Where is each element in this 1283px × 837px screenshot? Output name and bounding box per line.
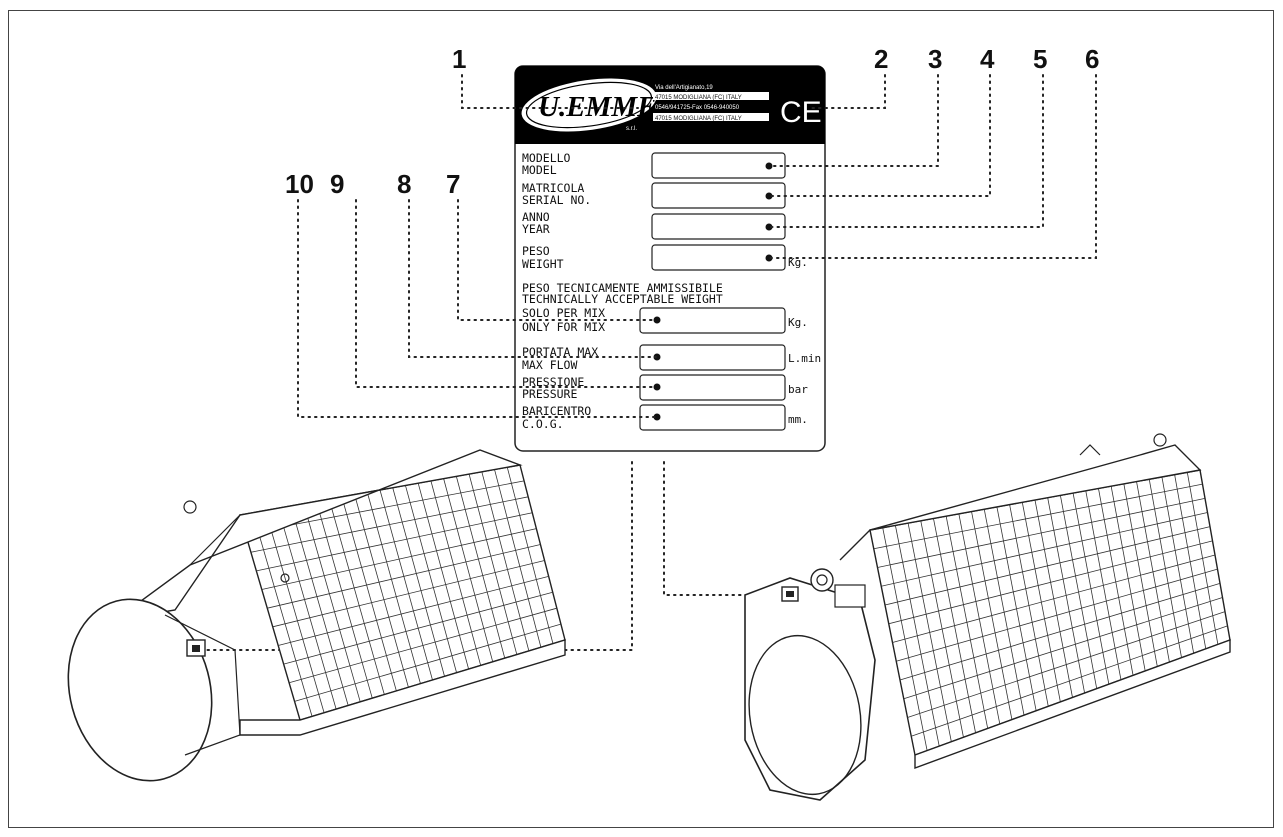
tech-header-en: TECHNICALLY ACCEPTABLE WEIGHT <box>522 292 723 306</box>
svg-text:mm.: mm. <box>788 413 808 426</box>
tech-header-it: PESO TECNICAMENTE AMMISSIBILE <box>522 281 723 295</box>
svg-text:PRESSURE: PRESSURE <box>522 387 577 401</box>
svg-text:PESO: PESO <box>522 244 550 258</box>
svg-text:SERIAL NO.: SERIAL NO. <box>522 193 591 207</box>
callout-6: 6 <box>1085 44 1099 74</box>
svg-text:WEIGHT: WEIGHT <box>522 257 564 271</box>
svg-text:C.O.G.: C.O.G. <box>522 417 564 431</box>
mixer-bucket-right <box>744 433 1231 801</box>
svg-text:47015 MODIGLIANA (FC) ITALY: 47015 MODIGLIANA (FC) ITALY <box>655 95 742 101</box>
address-block: Via dell'Artigianato,19 47015 MODIGLIANA… <box>653 85 769 122</box>
logo: U.EMME s.r.l. <box>521 78 656 132</box>
field-cog: BARICENTRO C.O.G. mm. <box>522 404 808 431</box>
svg-text:PRESSIONE: PRESSIONE <box>522 375 584 389</box>
field-year: ANNO YEAR <box>522 210 786 240</box>
callout-4: 4 <box>980 44 995 74</box>
svg-text:47015 MODIGLIANA (FC) ITALY: 47015 MODIGLIANA (FC) ITALY <box>655 116 742 122</box>
svg-text:PORTATA MAX: PORTATA MAX <box>522 345 598 359</box>
svg-text:MATRICOLA: MATRICOLA <box>522 181 584 195</box>
mixer-bucket-left <box>67 449 566 782</box>
ce-mark: CE <box>780 96 822 129</box>
svg-text:CE: CE <box>780 96 822 129</box>
svg-text:U.EMME: U.EMME <box>538 91 656 123</box>
field-weight: PESO WEIGHT Kg. <box>522 244 808 271</box>
callout-8: 8 <box>397 169 411 199</box>
callout-2: 2 <box>874 44 888 74</box>
field-model: MODELLO MODEL <box>522 151 786 179</box>
callout-1: 1 <box>452 44 466 74</box>
svg-text:MAX FLOW: MAX FLOW <box>522 358 577 372</box>
field-serial-no: MATRICOLA SERIAL NO. <box>522 181 786 209</box>
field-only-for-mix: SOLO PER MIX ONLY FOR MIX Kg. <box>522 306 808 334</box>
leader-lines <box>197 74 1097 651</box>
svg-text:bar: bar <box>788 383 808 396</box>
svg-text:Kg.: Kg. <box>788 256 808 269</box>
svg-text:ONLY FOR MIX: ONLY FOR MIX <box>522 320 605 334</box>
svg-text:BARICENTRO: BARICENTRO <box>522 404 591 418</box>
callout-5: 5 <box>1033 44 1047 74</box>
svg-text:MODELLO: MODELLO <box>522 151 571 165</box>
callout-10: 10 <box>285 169 314 199</box>
svg-text:MODEL: MODEL <box>522 163 557 177</box>
svg-text:L.min: L.min <box>788 352 821 365</box>
svg-text:Via dell'Artigianato,19: Via dell'Artigianato,19 <box>655 85 713 91</box>
svg-text:0546/941725-Fax 0546-940050: 0546/941725-Fax 0546-940050 <box>655 105 740 111</box>
svg-text:YEAR: YEAR <box>522 222 550 236</box>
field-max-flow: PORTATA MAX MAX FLOW L.min <box>522 344 821 372</box>
field-pressure: PRESSIONE PRESSURE bar <box>522 374 808 401</box>
svg-text:SOLO PER MIX: SOLO PER MIX <box>522 306 605 320</box>
figure-frame <box>8 10 1274 828</box>
callout-9: 9 <box>330 169 344 199</box>
svg-text:ANNO: ANNO <box>522 210 550 224</box>
identification-plate: U.EMME s.r.l. Via dell'Artigianato,19 47… <box>514 65 826 452</box>
svg-text:s.r.l.: s.r.l. <box>626 126 637 132</box>
callout-3: 3 <box>928 44 942 74</box>
callout-7: 7 <box>446 169 460 199</box>
svg-text:Kg.: Kg. <box>788 316 808 329</box>
